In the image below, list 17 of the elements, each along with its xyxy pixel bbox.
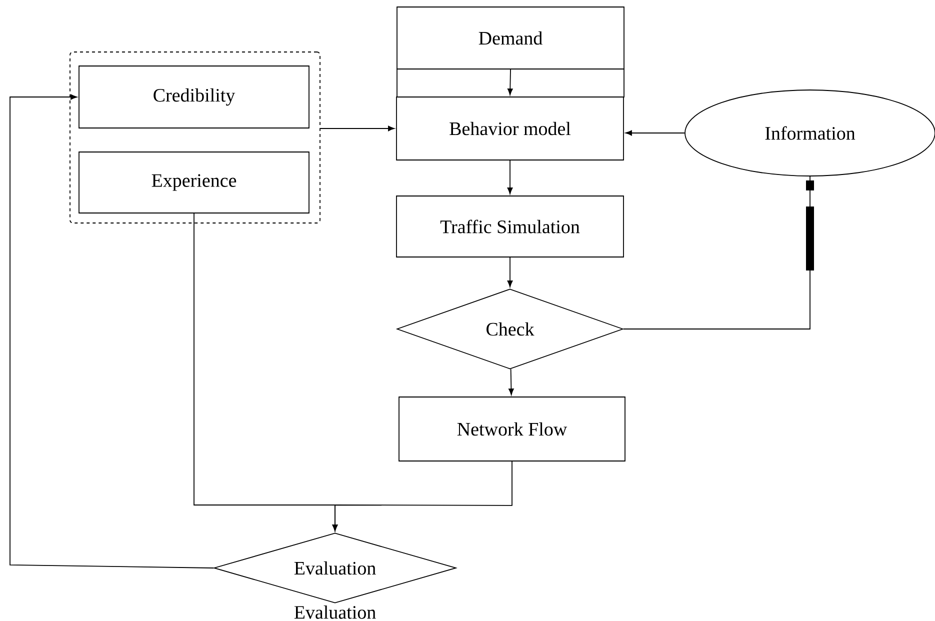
node-caption: Evaluation bbox=[294, 605, 376, 619]
process-box: Behavior model bbox=[396, 96, 624, 160]
arrow bbox=[508, 368, 514, 396]
arrow bbox=[10, 94, 214, 568]
group-frame bbox=[70, 52, 320, 224]
process-box: Experience bbox=[78, 152, 310, 214]
arrow bbox=[623, 176, 814, 330]
arrow bbox=[507, 257, 513, 288]
process-box: Credibility bbox=[78, 66, 310, 128]
arrow bbox=[320, 126, 395, 132]
arrow bbox=[507, 69, 513, 96]
arrow bbox=[625, 130, 685, 136]
arrow bbox=[507, 160, 513, 194]
arrow bbox=[332, 461, 512, 532]
process-box: Traffic Simulation bbox=[396, 196, 624, 258]
process-box: Demand bbox=[396, 6, 624, 98]
process-box: Network Flow bbox=[398, 396, 626, 462]
